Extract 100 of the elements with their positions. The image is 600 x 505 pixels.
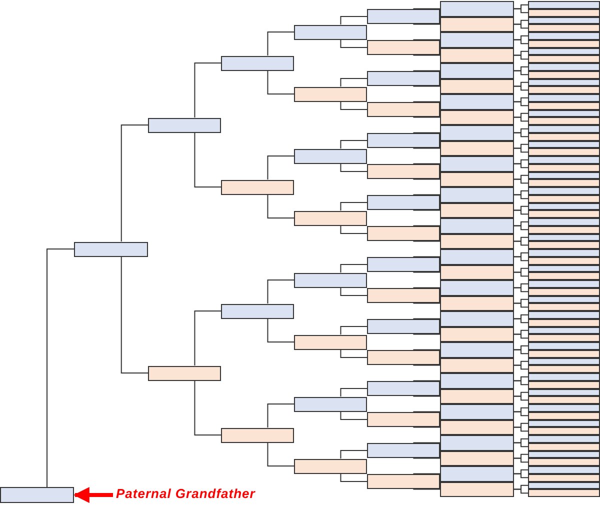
person-box [294,458,367,474]
person-box [440,435,514,450]
connector-line [413,426,440,428]
connector-line [267,70,294,94]
person-box [440,264,514,280]
person-box [0,487,74,503]
connector-line [514,411,528,416]
connector-line [514,458,528,463]
person-box [528,125,600,133]
connector-line [514,380,528,386]
person-box [440,358,514,373]
person-box [528,249,600,257]
person-box [440,296,514,311]
connector-line [514,442,528,448]
person-box [528,303,600,311]
connector-line [340,163,368,172]
connector-line [514,334,528,339]
connector-line [340,140,368,149]
connector-line [46,248,74,488]
connector-line [267,404,294,428]
connector-line [413,39,440,40]
person-box [367,412,440,427]
person-box [440,48,514,63]
connector-line [340,287,368,296]
connector-line [413,458,440,459]
person-box [367,195,440,210]
connector-line [514,132,528,138]
connector-line [514,364,528,370]
person-box [528,272,600,280]
person-box [440,125,514,140]
connector-line [267,32,294,56]
person-box [367,350,440,365]
person-box [528,373,600,381]
connector-line [514,225,528,230]
person-box [528,280,600,288]
person-box [367,319,440,334]
person-box [528,435,600,443]
person-box [440,388,514,404]
connector-line [514,256,528,262]
person-box [367,381,440,396]
person-box [528,396,600,404]
connector-line [514,24,528,29]
connector-line [413,302,440,304]
person-box [367,40,440,55]
connector-line [413,488,440,490]
connector-line [194,310,222,366]
connector-line [267,318,294,342]
person-box [440,218,514,234]
person-box [367,443,440,458]
person-box [367,71,440,86]
connector-line [514,178,528,184]
person-box [440,342,514,358]
connector-line [514,163,528,168]
connector-line [413,148,440,149]
connector-line [514,54,528,60]
person-box [528,24,600,32]
connector-line [413,411,440,412]
person-box [528,94,600,102]
person-box [221,180,294,194]
person-box [528,334,600,342]
label-text: Paternal Grandfather [116,486,256,504]
connector-line [514,210,528,215]
person-box [440,326,514,342]
connector-line [413,364,440,366]
connector-line [514,70,528,76]
connector-line [514,8,528,14]
connector-line [194,380,222,436]
person-box [528,187,600,195]
person-box [440,140,514,156]
person-box [440,373,514,388]
connector-line [413,210,440,211]
person-box [294,86,367,102]
person-box [440,450,514,466]
person-box [528,148,600,156]
connector-line [340,450,368,459]
connector-line [413,442,440,444]
person-box [367,9,440,24]
connector-line [413,225,440,226]
person-box [221,304,294,318]
connector-line [413,272,440,273]
connector-line [340,202,368,211]
person-box [440,420,514,435]
connector-line [514,194,528,200]
person-box [440,249,514,264]
person-box [148,118,221,132]
person-box [74,242,148,256]
person-box [440,1,514,16]
connector-line [413,54,440,56]
connector-line [194,132,222,188]
person-box [440,187,514,202]
person-box [294,148,367,164]
person-box [440,234,514,249]
person-box [440,16,514,32]
person-box [440,404,514,420]
connector-line [413,24,440,25]
person-box [367,164,440,179]
connector-line [514,86,528,91]
person-box [440,156,514,172]
person-box [440,482,514,497]
person-box [528,117,600,125]
